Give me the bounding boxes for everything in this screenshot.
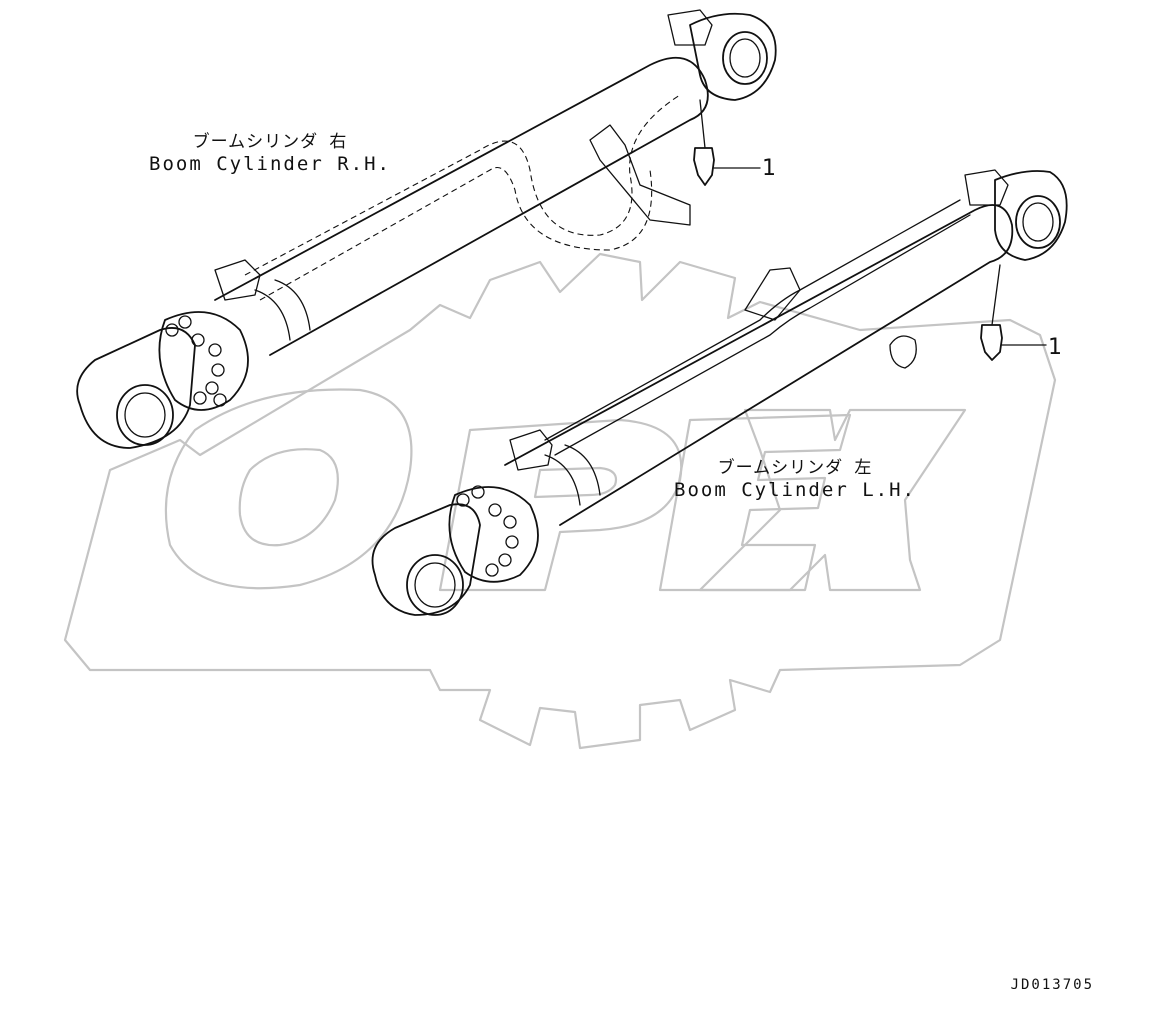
lh-rod-eye-bore-inner <box>1022 202 1054 242</box>
rh-barrel-band-2 <box>274 279 311 331</box>
rh-head-flange <box>158 311 249 411</box>
rh-pressure-fitting <box>693 147 715 186</box>
rh-tube-clamp <box>589 124 691 226</box>
lh-tube <box>544 199 961 441</box>
lh-head-flange <box>448 486 539 583</box>
lh-tube-clamp <box>744 267 801 321</box>
boom-cylinder-lh-label-en: Boom Cylinder L.H. <box>674 479 916 502</box>
lh-rod-eye <box>994 170 1068 261</box>
rh-head-eye-bore-inner <box>124 392 166 438</box>
watermark-letter-e <box>658 413 852 592</box>
lh-head-eye-bore <box>406 554 464 616</box>
lh-flange-bolts <box>456 485 519 577</box>
drawing-number: JD013705 <box>1010 977 1094 993</box>
lh-pressure-fitting <box>980 324 1003 361</box>
callout-number-lh: 1 <box>1048 335 1062 360</box>
rh-head-eye-bore <box>116 384 174 446</box>
boom-cylinder-lh-label-jp: ブームシリンダ 左 <box>717 458 873 478</box>
boom-cylinder-rh-label-en: Boom Cylinder R.H. <box>149 153 391 176</box>
boom-cylinder-lh-label: ブームシリンダ 左 Boom Cylinder L.H. <box>665 458 925 503</box>
watermark-letter-p <box>438 418 683 592</box>
rh-barrel-band-1 <box>254 289 291 341</box>
callout-number-rh: 1 <box>762 156 776 181</box>
boom-cylinder-rh-drawing <box>76 9 777 449</box>
watermark-letter-o <box>164 388 413 590</box>
rh-barrel <box>214 56 709 356</box>
rh-head-port-block <box>214 259 261 301</box>
rh-hose-hidden-upper <box>244 94 681 276</box>
rh-head-eye <box>76 327 196 449</box>
boom-cylinder-lh-drawing <box>371 169 1068 616</box>
lh-mount-lug <box>889 335 917 369</box>
boom-cylinder-rh-label: ブームシリンダ 右 Boom Cylinder R.H. <box>140 132 400 177</box>
rh-rod-eye-bore-inner <box>729 38 761 78</box>
rh-flange-bolts <box>165 315 227 407</box>
lh-fitting-tube <box>991 264 1001 326</box>
lh-head-eye <box>371 503 481 616</box>
lh-head-port-block <box>509 429 553 471</box>
lh-tube-lower <box>554 214 971 456</box>
rh-hose-hidden-lower <box>259 166 653 301</box>
watermark-gear-outline <box>63 252 1057 750</box>
lh-rod-eye-bore <box>1015 195 1061 249</box>
rh-rod-eye-bore <box>722 31 768 85</box>
rh-rod-eye <box>689 12 777 101</box>
lh-barrel <box>504 204 1014 526</box>
rh-fitting-tube <box>699 99 706 149</box>
watermark-letter-x <box>698 408 967 592</box>
lh-barrel-band-1 <box>544 454 581 506</box>
rh-rod-port-block <box>667 9 713 46</box>
watermark-logo <box>63 252 1057 750</box>
boom-cylinder-rh-label-jp: ブームシリンダ 右 <box>192 132 348 152</box>
lh-head-eye-bore-inner <box>414 562 456 608</box>
lh-rod-port-block <box>964 169 1009 206</box>
